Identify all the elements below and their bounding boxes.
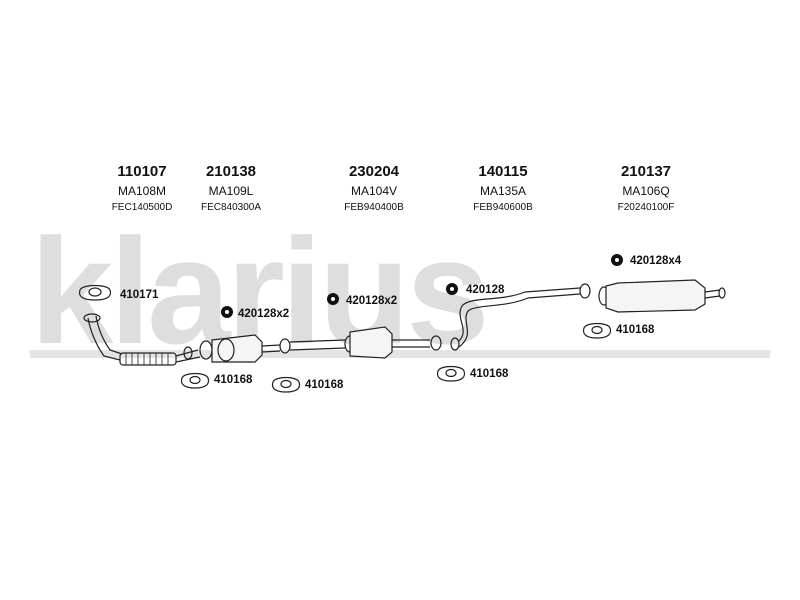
gasket-2-label: 410168 (305, 379, 344, 391)
hanger-3-label: 420128 (466, 284, 505, 296)
catalyst-section (199, 334, 281, 363)
watermark-bar (30, 350, 770, 358)
part-column-2: 210138 MA109L FEC840300A (171, 162, 291, 216)
gasket-top-label: 410171 (120, 289, 159, 301)
rubber-hanger-icon (327, 293, 339, 305)
part-code: MA106Q (622, 184, 670, 198)
part-code: MA108M (117, 184, 167, 198)
gaskets (78, 284, 612, 393)
hangers (221, 254, 623, 318)
hanger-1-label: 420128x2 (238, 308, 289, 320)
intermediate-pipe (279, 338, 346, 354)
part-code: MA135A (479, 184, 527, 198)
part-column-4: 140115 MA135A FEB940600B (443, 162, 563, 216)
part-number: 140115 (478, 163, 528, 180)
rubber-hanger-icon (611, 254, 623, 266)
part-ref: F20240100F (617, 202, 675, 213)
part-number: 230204 (348, 163, 400, 180)
part-column-3: 230204 MA104V FEB940400B (314, 162, 434, 216)
rear-intermediate-pipe (450, 283, 591, 351)
gasket-icon (78, 284, 112, 301)
gasket-icon (271, 376, 301, 393)
gasket-3-label: 410168 (470, 368, 509, 380)
part-code: MA109L (208, 184, 254, 198)
part-ref: FEB940600B (473, 202, 533, 213)
gasket-icon (582, 322, 612, 339)
rubber-hanger-icon (221, 306, 233, 318)
gasket-icon (436, 365, 466, 382)
hanger-2-label: 420128x2 (346, 295, 397, 307)
part-number: 210138 (205, 163, 257, 180)
gasket-4-label: 410168 (616, 324, 655, 336)
hanger-4-label: 420128x4 (630, 255, 682, 267)
part-ref: FEC840300A (200, 202, 262, 213)
part-number: 110107 (117, 163, 167, 180)
centre-silencer (344, 326, 442, 359)
part-column-1: 110107 MA108M FEC140500D (82, 162, 202, 216)
front-pipe (83, 313, 201, 366)
rear-silencer (598, 279, 726, 313)
rubber-hanger-icon (446, 283, 458, 295)
part-ref: FEB940400B (344, 202, 404, 213)
part-ref: FEC140500D (111, 202, 173, 213)
gasket-1-label: 410168 (214, 374, 253, 386)
part-column-5: 210137 MA106Q F20240100F (586, 162, 706, 216)
gasket-icon (180, 372, 210, 389)
part-number: 210137 (620, 163, 672, 180)
part-code: MA104V (350, 184, 398, 198)
